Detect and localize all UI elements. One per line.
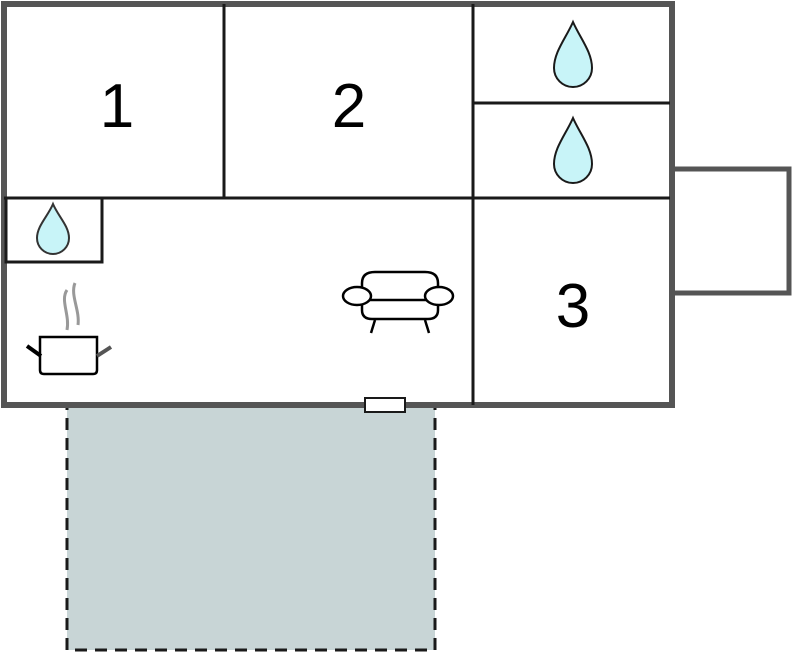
room-label-3: 3 — [556, 272, 590, 341]
water-drop-icon — [35, 201, 71, 255]
water-drop-icon — [552, 19, 594, 88]
water-drop-icon — [552, 115, 594, 184]
terrace — [65, 404, 437, 652]
door[interactable] — [364, 397, 406, 413]
room-label-1: 1 — [100, 72, 134, 141]
cooking-pot-icon — [25, 282, 113, 376]
room-label-2: 2 — [332, 72, 366, 141]
sofa-icon — [341, 270, 455, 334]
annex-room — [669, 166, 792, 296]
inner-walls — [4, 4, 670, 405]
